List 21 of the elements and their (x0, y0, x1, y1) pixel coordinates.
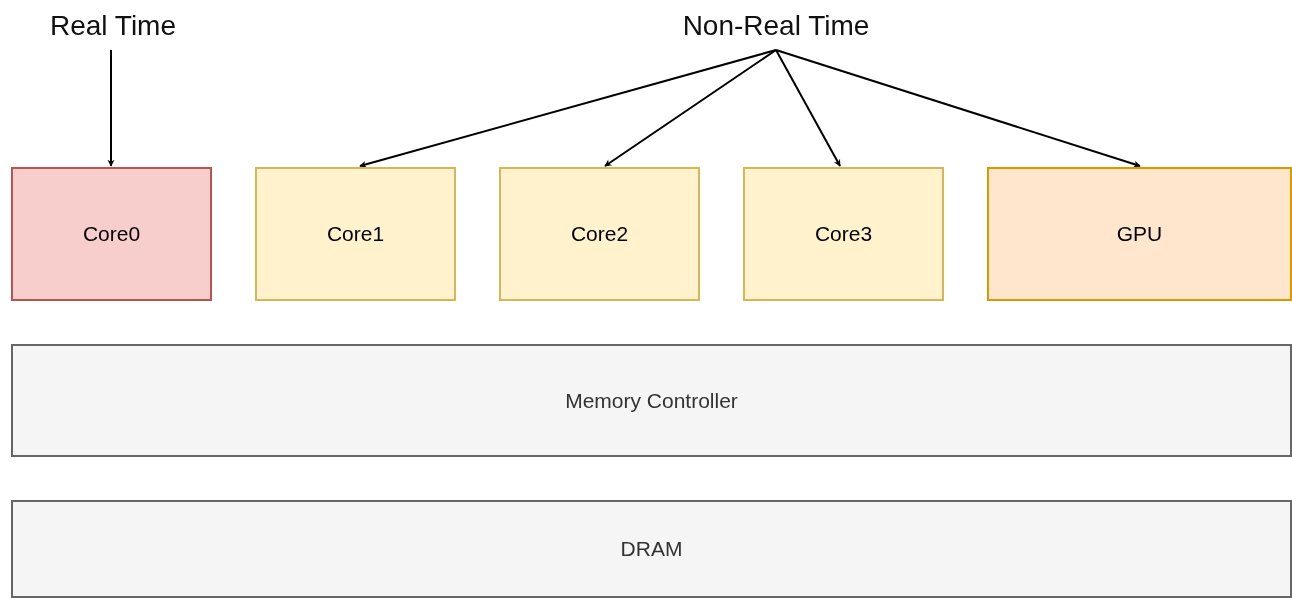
process-box (11, 167, 212, 301)
component-bar (11, 344, 1292, 457)
process-box (255, 167, 456, 301)
box-label: Core1 (326, 222, 385, 246)
group-label: Real Time (50, 8, 176, 44)
group-label: Non-Real Time (682, 8, 870, 44)
component-bar (11, 500, 1292, 598)
box-label: Core0 (82, 222, 141, 246)
process-box (499, 167, 700, 301)
box-label: Core3 (814, 222, 873, 246)
process-box (743, 167, 944, 301)
box-label: DRAM (620, 537, 683, 561)
arrow (775, 49, 841, 167)
arrow (359, 49, 777, 168)
process-box (987, 167, 1292, 301)
box-label: GPU (1116, 222, 1163, 246)
arrow (107, 49, 115, 167)
arrow (604, 49, 777, 167)
box-label: Memory Controller (565, 388, 738, 413)
box-label: Core2 (570, 222, 629, 246)
arrow (775, 49, 1141, 168)
